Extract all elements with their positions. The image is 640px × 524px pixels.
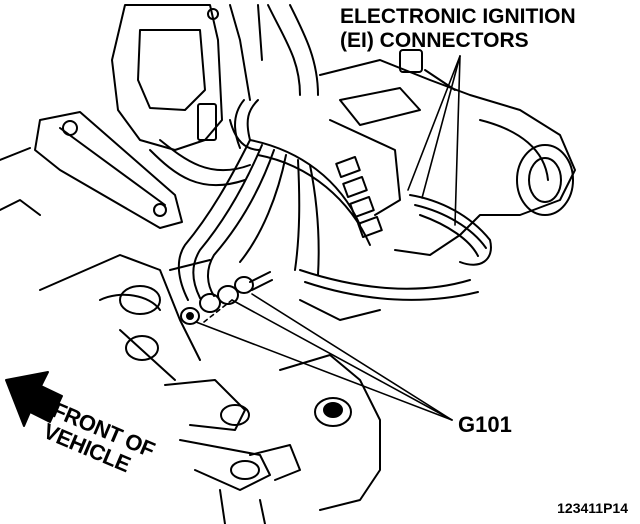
ei-connectors <box>335 156 492 266</box>
ground-stud <box>180 271 273 325</box>
ei-leader-lines <box>407 55 461 226</box>
g101-label: G101 <box>458 412 512 437</box>
ignition-module <box>319 49 576 256</box>
wiring-harness <box>177 99 479 301</box>
lower-engine-block <box>39 254 381 524</box>
front-arrow-icon <box>5 371 63 427</box>
g101-leader-lines <box>195 293 453 421</box>
mounting-bracket <box>0 111 183 229</box>
ei-connectors-label-line2: (EI) CONNECTORS <box>340 29 529 52</box>
ei-connectors-label-line1: ELECTRONIC IGNITION <box>340 5 576 28</box>
figure-number: 123411P14 <box>557 500 628 516</box>
engine-housing <box>111 4 263 151</box>
upper-hose <box>149 4 319 187</box>
